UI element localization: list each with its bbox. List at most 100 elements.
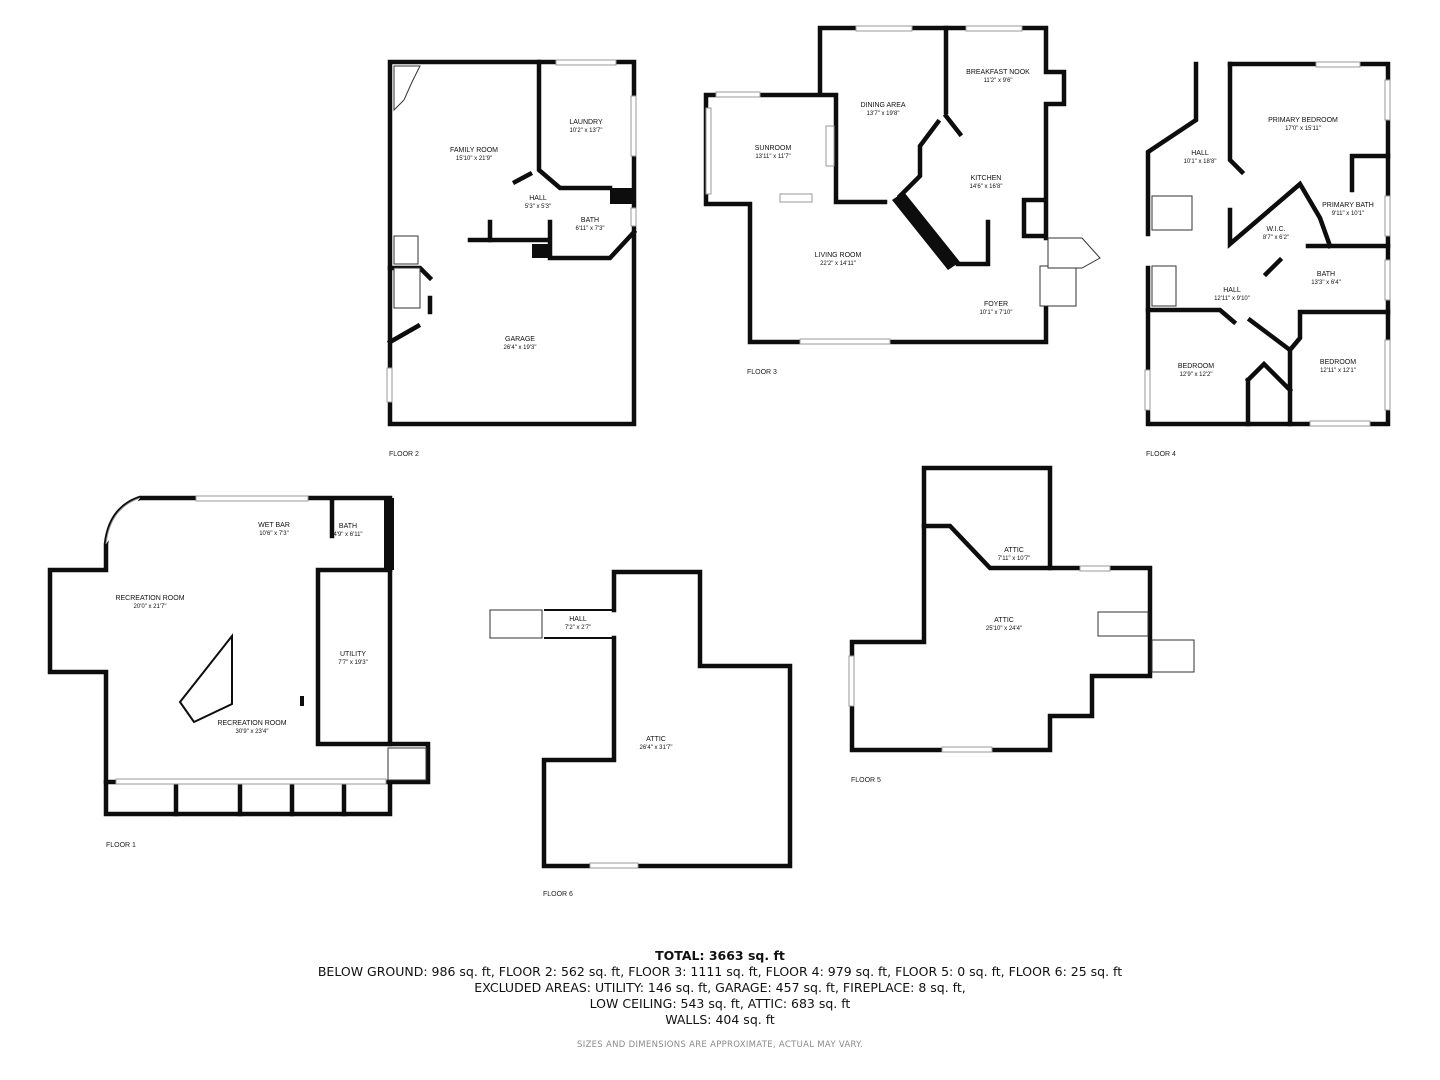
- floor-3-window: [965, 25, 1023, 32]
- floor-3-window: [705, 107, 712, 195]
- floor-2-plan: FAMILY ROOM 15'10" x 21'9" LAUNDRY 10'2"…: [386, 59, 638, 458]
- floor-1-window: [195, 495, 309, 502]
- floor-1-chase: [384, 498, 394, 570]
- room-name: RECREATION ROOM: [115, 595, 184, 602]
- room-dimensions: 5'3" x 5'3": [525, 204, 551, 210]
- room-name: DINING AREA: [860, 102, 905, 109]
- room-dimensions: 13'11" x 11'7": [755, 154, 790, 160]
- floor-2-outer-wall: [387, 59, 637, 427]
- walls-area: WALLS: 404 sq. ft: [665, 1012, 775, 1027]
- floor-5-stairs: [1097, 611, 1149, 637]
- floor-1-window: [115, 778, 387, 785]
- room-dimensions: 9'11" x 10'1": [1332, 211, 1364, 217]
- floor-4-interior-wall: [1145, 61, 1391, 427]
- floor-4-window: [1384, 195, 1391, 237]
- room-name: ATTIC: [994, 617, 1014, 624]
- floor-2-window: [386, 367, 393, 403]
- floor-5-window: [941, 746, 993, 753]
- floor-5-window: [1079, 565, 1111, 572]
- low-ceiling-attic: LOW CEILING: 543 sq. ft, ATTIC: 683 sq. …: [589, 996, 851, 1011]
- room-dimensions: 11'2" x 9'6": [983, 78, 1012, 84]
- room-dimensions: 17'0" x 15'11": [1285, 126, 1321, 132]
- disclaimer: SIZES AND DIMENSIONS ARE APPROXIMATE, AC…: [577, 1040, 863, 1050]
- room-name: BEDROOM: [1178, 363, 1214, 370]
- floor-4-window: [1384, 339, 1391, 411]
- room-name: BREAKFAST NOOK: [966, 69, 1030, 76]
- room-name: BATH: [1317, 271, 1335, 278]
- floor-5-stairs-outer: [1151, 639, 1195, 673]
- floor-2-laundry-wall: [536, 59, 613, 191]
- floor-2-window: [555, 59, 617, 66]
- floor-1-bar-counter: [178, 633, 233, 724]
- floor-6-window: [589, 862, 639, 869]
- floor-3-fireplace: [892, 192, 960, 270]
- floor-3-window: [855, 25, 913, 32]
- floor-4-room-labels: HALL 10'1" x 18'8" PRIMARY BEDROOM 17'0"…: [1178, 117, 1374, 378]
- room-dimensions: 4'9" x 6'11": [333, 532, 362, 538]
- room-name: BATH: [581, 217, 599, 224]
- room-name: RECREATION ROOM: [217, 720, 286, 727]
- floor-2-column: [532, 244, 548, 258]
- room-name: BEDROOM: [1320, 359, 1356, 366]
- room-dimensions: 12'11" x 9'10": [1214, 296, 1250, 302]
- room-name: HALL: [529, 195, 547, 202]
- room-dimensions: 20'0" x 21'7": [134, 604, 167, 610]
- room-name: UTILITY: [340, 651, 366, 658]
- room-dimensions: 6'11" x 7'3": [575, 226, 604, 232]
- floor-5-outer-wall: [849, 465, 1153, 753]
- floor-2-label: FLOOR 2: [389, 451, 419, 458]
- floor-3-label: FLOOR 3: [747, 369, 777, 376]
- room-name: ATTIC: [646, 736, 666, 743]
- room-dimensions: 30'9" x 23'4": [236, 729, 269, 735]
- floor-1-room-labels: WET BAR 10'6" x 7'3" BATH 4'9" x 6'11" R…: [115, 522, 367, 735]
- floor-4-window: [1384, 259, 1391, 301]
- floor-3-plan: BREAKFAST NOOK 11'2" x 9'6" DINING AREA …: [703, 25, 1101, 376]
- total-area: TOTAL: 3663 sq. ft: [655, 948, 785, 963]
- floor-3-room-labels: BREAKFAST NOOK 11'2" x 9'6" DINING AREA …: [755, 69, 1030, 316]
- floor-5-room-labels: ATTIC 7'11" x 10'7" ATTIC 25'10" x 24'4": [986, 547, 1030, 632]
- floor-1-stairs: [387, 747, 427, 781]
- room-dimensions: 22'2" x 14'11": [820, 261, 856, 267]
- floor-4-stairs-lower: [1151, 265, 1177, 307]
- room-name: HALL: [1223, 287, 1241, 294]
- room-name: GARAGE: [505, 336, 535, 343]
- floor-5-plan: ATTIC 7'11" x 10'7" ATTIC 25'10" x 24'4"…: [848, 465, 1195, 784]
- room-name: SUNROOM: [755, 145, 792, 152]
- room-name: ATTIC: [1004, 547, 1024, 554]
- floor-1-plan: WET BAR 10'6" x 7'3" BATH 4'9" x 6'11" R…: [47, 495, 431, 849]
- room-dimensions: 13'3" x 6'4": [1311, 280, 1341, 286]
- room-dimensions: 10'2" x 13'7": [570, 128, 603, 134]
- floor-3-interior-wall: [896, 25, 1047, 267]
- floor-area-breakdown: BELOW GROUND: 986 sq. ft, FLOOR 2: 562 s…: [317, 964, 1123, 979]
- room-dimensions: 14'6" x 16'8": [970, 184, 1003, 190]
- room-dimensions: 10'1" x 18'8": [1184, 159, 1217, 165]
- room-dimensions: 15'10" x 21'9": [456, 156, 492, 162]
- floor-2-room-labels: FAMILY ROOM 15'10" x 21'9" LAUNDRY 10'2"…: [450, 119, 605, 351]
- floor-1-outer-wall: [47, 495, 431, 817]
- room-name: W.I.C.: [1266, 226, 1285, 233]
- floor-3-window: [715, 91, 761, 98]
- floor-4-stairs: [1151, 195, 1193, 231]
- floor-6-plan: HALL 7'2" x 2'7" ATTIC 26'4" x 31'7" FLO…: [489, 569, 793, 898]
- floor-4-label: FLOOR 4: [1146, 451, 1176, 458]
- room-dimensions: 7'11" x 10'7": [998, 556, 1030, 562]
- floor-2-stairs-upper: [393, 235, 419, 265]
- room-dimensions: 7'2" x 2'7": [565, 625, 591, 631]
- room-name: HALL: [569, 616, 587, 623]
- floor-6-label: FLOOR 6: [543, 891, 573, 898]
- room-name: LAUNDRY: [569, 119, 603, 126]
- room-name: KITCHEN: [971, 175, 1002, 182]
- floor-2-chase: [610, 188, 634, 204]
- room-name: LIVING ROOM: [815, 252, 862, 259]
- floor-6-outer-wall: [541, 569, 793, 869]
- floor-3-stairs: [1039, 265, 1077, 307]
- floor-5-window: [848, 655, 855, 707]
- room-name: FAMILY ROOM: [450, 147, 498, 154]
- floor-4-plan: HALL 10'1" x 18'8" PRIMARY BEDROOM 17'0"…: [1144, 61, 1391, 458]
- floor-5-interior-wall: [921, 523, 1053, 571]
- room-name: PRIMARY BEDROOM: [1268, 117, 1338, 124]
- floor-4-window: [1384, 79, 1391, 121]
- room-name: PRIMARY BATH: [1322, 202, 1374, 209]
- floor-3-sunroom-door: [779, 193, 813, 203]
- floor-6-stairs: [489, 609, 543, 639]
